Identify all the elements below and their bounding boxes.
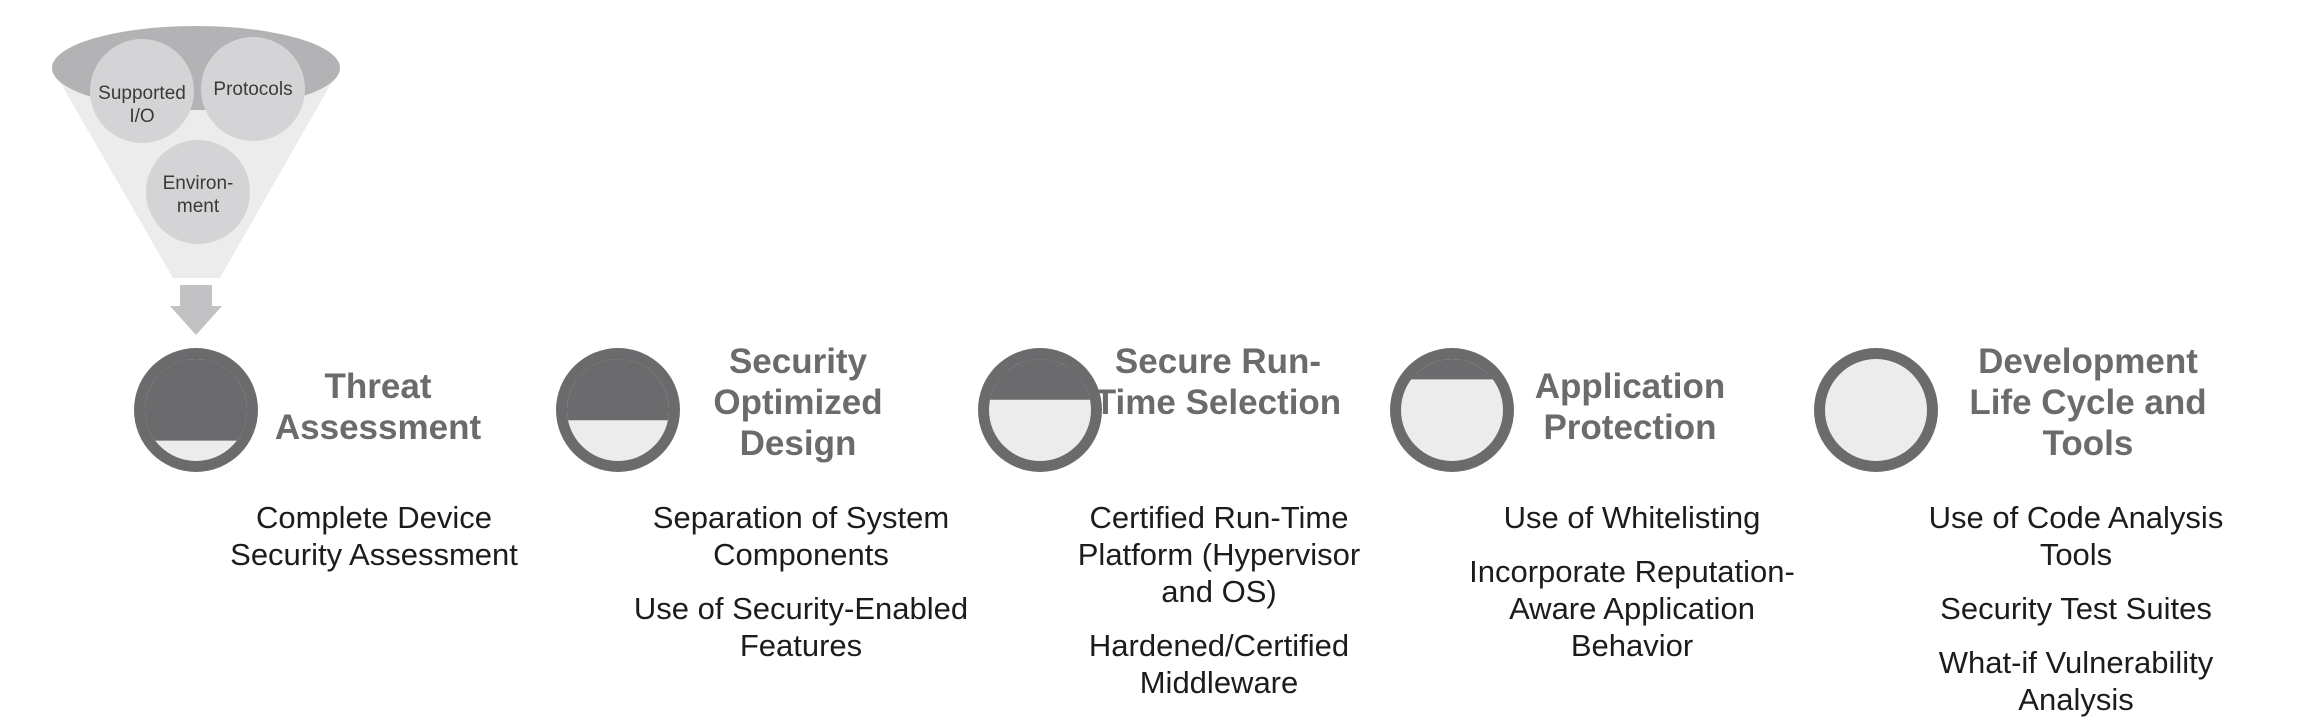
- stage-item-text: Use of Security-Enabled Features: [633, 591, 969, 663]
- stage-item-text: Separation of System Components: [652, 500, 950, 572]
- bubble-label-environment: Environ- ment: [162, 173, 234, 217]
- stage-4-progress-icon: [1390, 348, 1514, 472]
- bubble-protocols: [201, 37, 305, 141]
- stage-item-text: Security Test Suites: [1940, 591, 2212, 626]
- progress-fill: [990, 358, 1090, 400]
- stage-1-items: Complete Device Security Assessment: [204, 499, 544, 590]
- stage-item-text: Complete Device Security Assessment: [230, 500, 518, 572]
- progress-inner: [1401, 359, 1503, 461]
- stage-item-text: Certified Run-Time Platform (Hypervisor …: [1077, 500, 1361, 609]
- stage-1-title: Threat Assessment: [274, 367, 482, 447]
- stage-item-text: Use of Code Analysis Tools: [1928, 500, 2224, 572]
- stage-3-title: Secure Run-Time Selection: [1094, 342, 1342, 422]
- down-arrow-icon: [170, 285, 222, 335]
- stage-1-progress-icon: [134, 348, 258, 472]
- stage-3-items: Certified Run-Time Platform (Hypervisor …: [1049, 499, 1389, 718]
- progress-inner: [1825, 359, 1927, 461]
- stage-item-text: What-if Vulnerability Analysis: [1938, 645, 2214, 717]
- bubble-supported-io: [90, 39, 194, 143]
- progress-fill: [1411, 359, 1493, 380]
- stage-5-title: Development Life Cycle and Tools: [1969, 342, 2207, 463]
- stage-item-text: Use of Whitelisting: [1503, 500, 1761, 535]
- stage-5-progress-icon: [1814, 348, 1938, 472]
- progress-fill: [145, 359, 247, 441]
- stage-item-text: Hardened/Certified Middleware: [1088, 628, 1350, 700]
- stage-4-title: Application Protection: [1534, 367, 1726, 447]
- stage-3-progress-icon: [978, 348, 1102, 472]
- bubble-environment: [146, 140, 250, 244]
- bubble-label-protocols: Protocols: [213, 79, 293, 100]
- progress-fill: [567, 359, 669, 421]
- input-funnel: [52, 26, 340, 335]
- stage-item-text: Incorporate Reputation-Aware Application…: [1469, 554, 1795, 663]
- stage-2-progress-icon: [556, 348, 680, 472]
- bubble-label-supported-io: Supported I/O: [98, 83, 186, 127]
- stage-2-title: Security Optimized Design: [713, 342, 883, 463]
